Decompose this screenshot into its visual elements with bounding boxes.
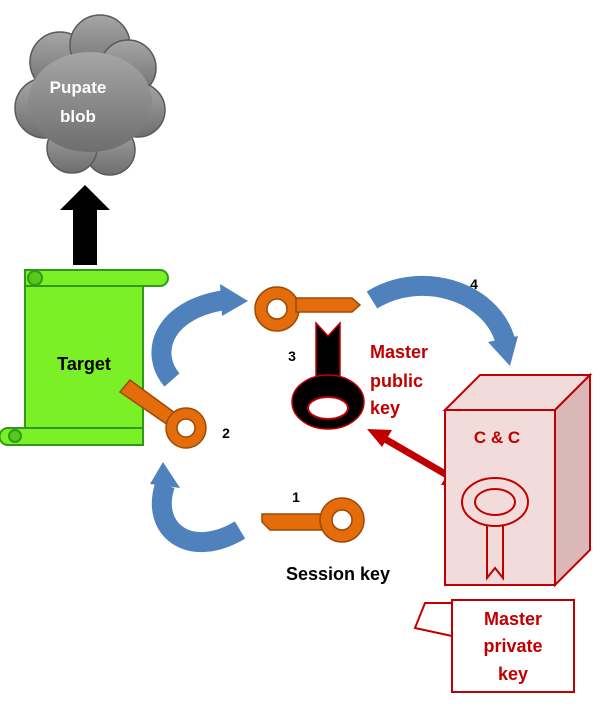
cc-server-box: C & C [442,372,593,588]
public-key-line1: Master [370,342,428,362]
step-1-label: 1 [292,489,300,505]
session-key-label: Session key [286,564,390,584]
cc-label: C & C [474,428,520,447]
private-key-line3: key [498,664,528,684]
master-private-key-seal [461,477,529,581]
public-key-line3: key [370,398,400,418]
pupate-blob-cloud: Pupate blob [14,14,166,176]
public-key-line2: public [370,371,423,391]
cloud-label-line1: Pupate [50,78,107,97]
private-key-line1: Master [484,609,542,629]
session-key-icon [261,497,365,543]
master-public-key-icon [291,321,365,430]
cloud-label-line2: blob [60,107,96,126]
session-key-encrypted [254,286,362,332]
arrow-4-to-cc [366,276,518,366]
step-4-label: 4 [470,276,478,292]
arrow-1-to-2 [150,462,246,552]
private-key-line2: private [483,636,542,656]
session-key-on-target [118,378,207,449]
private-key-callout: Master private key [413,599,575,693]
step-2-label: 2 [222,425,230,441]
up-arrow [60,185,110,265]
step-3-label: 3 [288,348,296,364]
target-scroll: Target [0,269,169,446]
arrow-2-to-3 [151,284,248,387]
target-label: Target [57,354,111,374]
